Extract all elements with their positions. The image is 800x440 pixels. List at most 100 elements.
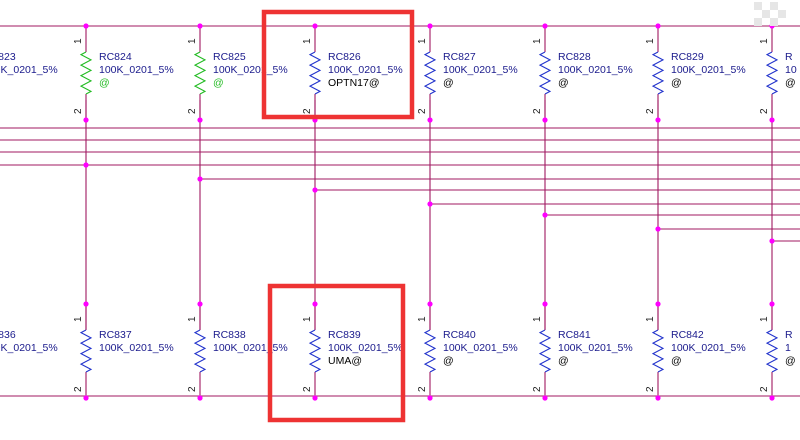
rail-junction-dot xyxy=(83,301,89,307)
junction-dot xyxy=(83,162,89,168)
pin-number-1: 1 xyxy=(187,38,198,44)
image-placeholder-tile xyxy=(770,2,778,10)
resistor-symbol xyxy=(193,51,207,95)
resistor-ref: RC827 xyxy=(443,51,476,63)
rail-junction-dot xyxy=(83,395,89,401)
resistor-value: 100K_0201_5% xyxy=(443,64,518,76)
rail-junction-dot xyxy=(542,23,548,29)
pin-number-1: 1 xyxy=(645,316,656,322)
resistor-ref: RC841 xyxy=(558,329,591,341)
resistor-option: OPTN17@ xyxy=(328,77,380,89)
resistor-option: @ xyxy=(785,77,796,89)
resistor-symbol xyxy=(193,329,207,373)
resistor-symbol xyxy=(538,51,552,95)
resistor-value: 100K_0201_5% xyxy=(328,342,403,354)
pin-number-2: 2 xyxy=(532,386,543,392)
resistor-value: 100K_0201_5% xyxy=(671,342,746,354)
pin-number-1: 1 xyxy=(73,316,84,322)
resistor-option: UMA@ xyxy=(328,355,362,367)
pin-number-2: 2 xyxy=(302,108,313,114)
junction-dot xyxy=(542,212,548,218)
resistor-option: @ xyxy=(558,77,569,89)
image-placeholder-tile xyxy=(762,10,770,18)
rail-junction-dot xyxy=(197,395,203,401)
resistor-ref: R xyxy=(785,329,793,341)
resistor-symbol xyxy=(79,329,93,373)
resistor-value: 100K_0201_5% xyxy=(671,64,746,76)
rail-junction-dot xyxy=(427,395,433,401)
resistor-ref: RC836 xyxy=(0,329,16,341)
resistor-ref: RC828 xyxy=(558,51,591,63)
rail-junction-dot xyxy=(312,23,318,29)
pin-number-2: 2 xyxy=(532,108,543,114)
resistor-value: 10 xyxy=(785,64,797,76)
resistor-value: 100K_0201_5% xyxy=(0,64,58,76)
resistor-option: @ xyxy=(443,77,454,89)
resistor-option: @ xyxy=(671,77,682,89)
rail-junction-dot xyxy=(197,117,203,123)
resistor-symbol xyxy=(765,329,779,373)
image-placeholder-tile xyxy=(754,2,762,10)
pin-number-2: 2 xyxy=(645,108,656,114)
resistor-value: 100K_0201_5% xyxy=(328,64,403,76)
resistor-value: 100K_0201_5% xyxy=(213,342,288,354)
rail-junction-dot xyxy=(83,117,89,123)
rail-junction-dot xyxy=(427,301,433,307)
junction-dot xyxy=(769,238,775,244)
pin-number-1: 1 xyxy=(73,38,84,44)
resistor-value: 100K_0201_5% xyxy=(443,342,518,354)
resistor-value: 100K_0201_5% xyxy=(213,64,288,76)
rail-junction-dot xyxy=(655,395,661,401)
resistor-value: 100K_0201_5% xyxy=(558,64,633,76)
pin-number-2: 2 xyxy=(759,108,770,114)
pin-number-2: 2 xyxy=(417,386,428,392)
pin-number-2: 2 xyxy=(302,386,313,392)
resistor-ref: RC837 xyxy=(99,329,132,341)
junction-dot xyxy=(655,226,661,232)
resistor-value: 1 xyxy=(785,342,791,354)
resistor-symbol xyxy=(651,329,665,373)
resistor-ref: RC826 xyxy=(328,51,361,63)
rail-junction-dot xyxy=(655,117,661,123)
rail-junction-dot xyxy=(83,23,89,29)
pin-number-1: 1 xyxy=(645,38,656,44)
pin-number-2: 2 xyxy=(187,108,198,114)
resistor-option: @ xyxy=(558,355,569,367)
resistor-symbol xyxy=(79,51,93,95)
pin-number-1: 1 xyxy=(187,316,198,322)
rail-junction-dot xyxy=(427,23,433,29)
pin-number-2: 2 xyxy=(187,386,198,392)
resistor-option: @ xyxy=(785,355,796,367)
resistor-ref: RC824 xyxy=(99,51,132,63)
resistor-option: @ xyxy=(443,355,454,367)
resistor-ref: RC839 xyxy=(328,329,361,341)
resistor-ref: RC823 xyxy=(0,51,16,63)
resistor-value: 100K_0201_5% xyxy=(99,64,174,76)
pin-number-2: 2 xyxy=(73,108,84,114)
image-placeholder-tile xyxy=(778,10,786,18)
pin-number-1: 1 xyxy=(759,316,770,322)
rail-junction-dot xyxy=(312,301,318,307)
resistor-value: 100K_0201_5% xyxy=(0,342,58,354)
rail-junction-dot xyxy=(312,395,318,401)
resistor-symbol xyxy=(765,51,779,95)
rail-junction-dot xyxy=(655,301,661,307)
pin-number-1: 1 xyxy=(302,316,313,322)
resistor-symbol xyxy=(651,51,665,95)
junction-dot xyxy=(197,176,203,182)
pin-number-2: 2 xyxy=(645,386,656,392)
pin-number-1: 1 xyxy=(532,316,543,322)
resistor-ref: RC838 xyxy=(213,329,246,341)
pin-number-2: 2 xyxy=(73,386,84,392)
rail-junction-dot xyxy=(542,301,548,307)
resistor-ref: RC842 xyxy=(671,329,704,341)
pin-number-1: 1 xyxy=(532,38,543,44)
resistor-ref: RC829 xyxy=(671,51,704,63)
pin-number-2: 2 xyxy=(759,386,770,392)
rail-junction-dot xyxy=(542,117,548,123)
resistor-option: @ xyxy=(99,77,110,89)
resistor-option: @ xyxy=(213,77,224,89)
rail-junction-dot xyxy=(427,117,433,123)
resistor-symbol xyxy=(423,51,437,95)
